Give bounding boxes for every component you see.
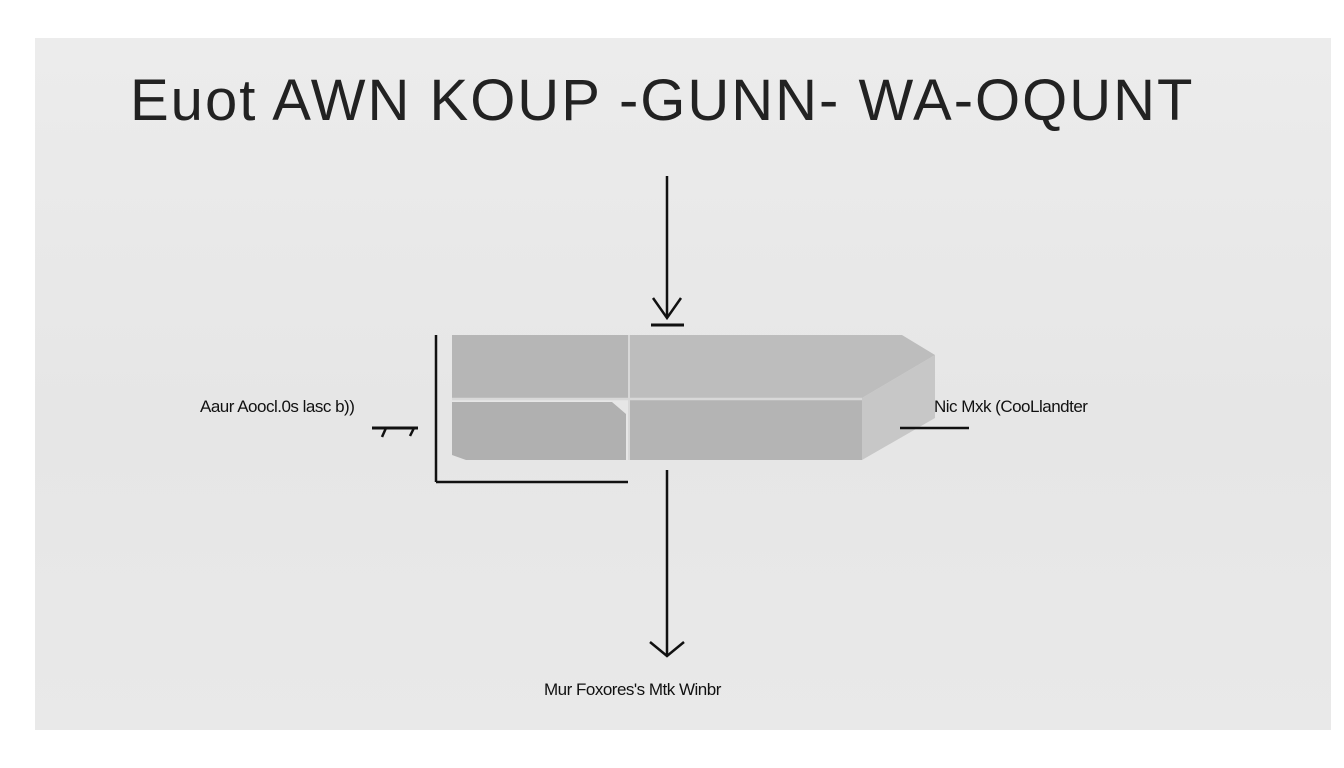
label-right: Nic Mxk (CooLlandter xyxy=(934,397,1088,416)
arrow-down-top xyxy=(651,176,684,327)
label-left: Aaur Aoocl.0s lasc b)) xyxy=(200,397,355,416)
left-bracket xyxy=(434,335,628,484)
arrow-left-marker xyxy=(372,426,418,438)
label-bottom: Mur Foxores's Mtk Winbr xyxy=(544,680,721,699)
block-shape xyxy=(452,335,935,460)
arrow-down-bottom xyxy=(649,470,685,658)
diagram-title: Euot AWN KOUP -GUNN- WA-OQUNT xyxy=(130,68,1195,133)
